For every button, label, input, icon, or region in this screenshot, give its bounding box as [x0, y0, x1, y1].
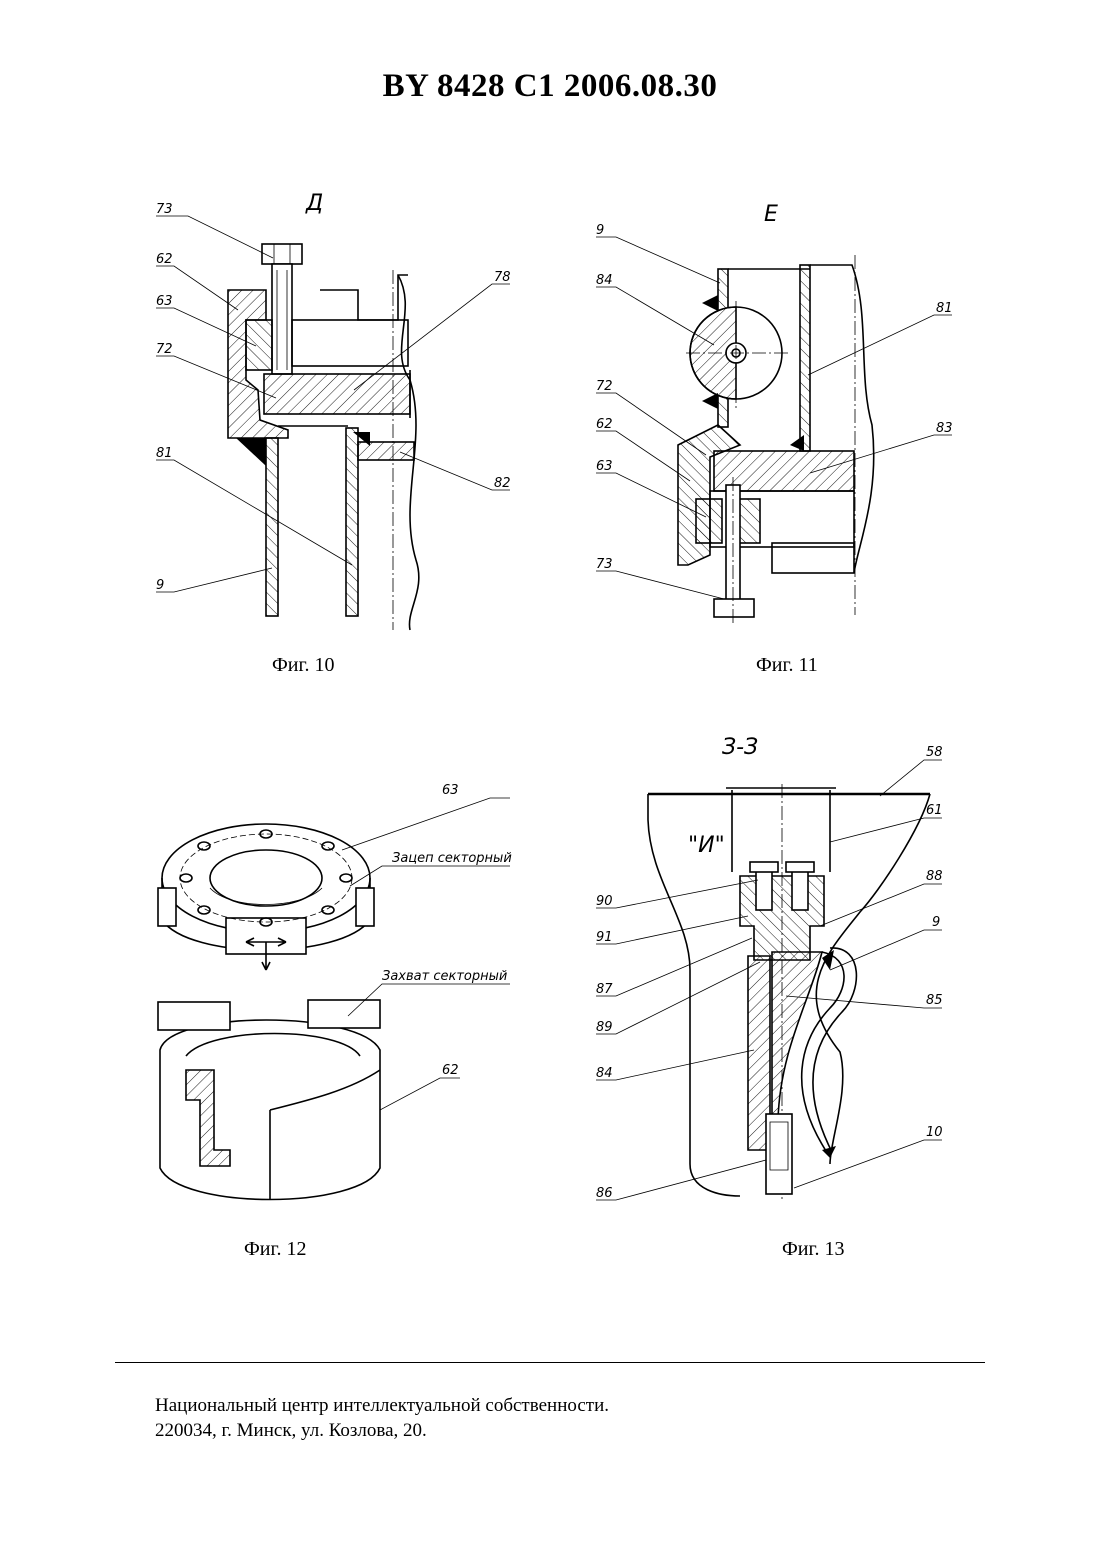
- callout-label: 82: [494, 476, 511, 491]
- sector-hook-section: [696, 499, 722, 543]
- ring-section: [358, 442, 414, 460]
- bolt-shank: [272, 264, 292, 374]
- callout-label: 88: [926, 869, 943, 884]
- callout-label: 62: [442, 1063, 459, 1078]
- callout-label: 9: [596, 223, 604, 238]
- callout-label: 9: [156, 578, 164, 593]
- callout-label: 9: [932, 915, 940, 930]
- callout-label: 58: [926, 745, 943, 760]
- view-label: Д: [305, 191, 323, 216]
- callout-label: 78: [494, 270, 511, 285]
- callout-label: 89: [596, 1020, 613, 1035]
- footer-line: Национальный центр интеллектуальной собс…: [155, 1393, 609, 1418]
- callout-label: 90: [596, 894, 613, 909]
- screw: [756, 870, 772, 910]
- document-header: BY 8428 C1 2006.08.30: [0, 68, 1100, 105]
- callout-label: 62: [156, 252, 173, 267]
- figure-caption: Фиг. 10: [272, 654, 334, 677]
- view-label: E: [764, 202, 778, 227]
- figure-caption: Фиг. 12: [244, 1238, 306, 1261]
- callout-label: 63: [442, 783, 459, 798]
- view-label: З-З: [722, 735, 758, 760]
- screw: [792, 870, 808, 910]
- callout-label: 61: [926, 803, 943, 818]
- footer-divider: [115, 1362, 985, 1363]
- callout-label: 63: [596, 459, 613, 474]
- pipe-wall: [346, 428, 358, 616]
- callout-label: 87: [596, 982, 613, 997]
- callout-label: 85: [926, 993, 943, 1008]
- callout-label: 84: [596, 273, 613, 288]
- callout-label: Захват секторный: [382, 969, 507, 984]
- callout-label: 83: [936, 421, 953, 436]
- plate-section: [264, 374, 410, 414]
- callout-label: 73: [156, 202, 173, 217]
- callout-label: 62: [596, 417, 613, 432]
- sector-hook-section: [246, 320, 272, 370]
- footer: Национальный центр интеллектуальной собс…: [155, 1393, 609, 1443]
- figure-13: З-З "И": [590, 730, 970, 1210]
- figure-10: Д 73 62: [148, 180, 528, 640]
- callout-label: 81: [156, 446, 173, 461]
- callout-label: 84: [596, 1066, 613, 1081]
- pipe-wall: [800, 265, 810, 451]
- bolt-head: [714, 599, 754, 617]
- bracket-section: [772, 952, 822, 1120]
- footer-line: 220034, г. Минск, ул. Козлова, 20.: [155, 1418, 609, 1443]
- figure-11: E 9: [590, 195, 970, 635]
- weld: [236, 438, 266, 466]
- callout-label: 72: [156, 342, 173, 357]
- callout-label: 10: [926, 1125, 943, 1140]
- callout-label: 73: [596, 557, 613, 572]
- pipe-wall: [266, 438, 278, 616]
- clamp-section: [740, 876, 824, 960]
- bolt-head: [262, 244, 302, 264]
- callout-label: 72: [596, 379, 613, 394]
- callout-label: Зацеп секторный: [392, 851, 512, 866]
- view-inner-label: "И": [688, 833, 725, 858]
- callout-label: 86: [596, 1186, 613, 1201]
- callout-label: 63: [156, 294, 173, 309]
- figure-caption: Фиг. 13: [782, 1238, 844, 1261]
- callout-label: 81: [936, 301, 953, 316]
- figure-12: 63 Зацеп секторный Захват секторный 62: [150, 770, 530, 1210]
- callout-label: 91: [596, 930, 613, 945]
- figure-caption: Фиг. 11: [756, 654, 818, 677]
